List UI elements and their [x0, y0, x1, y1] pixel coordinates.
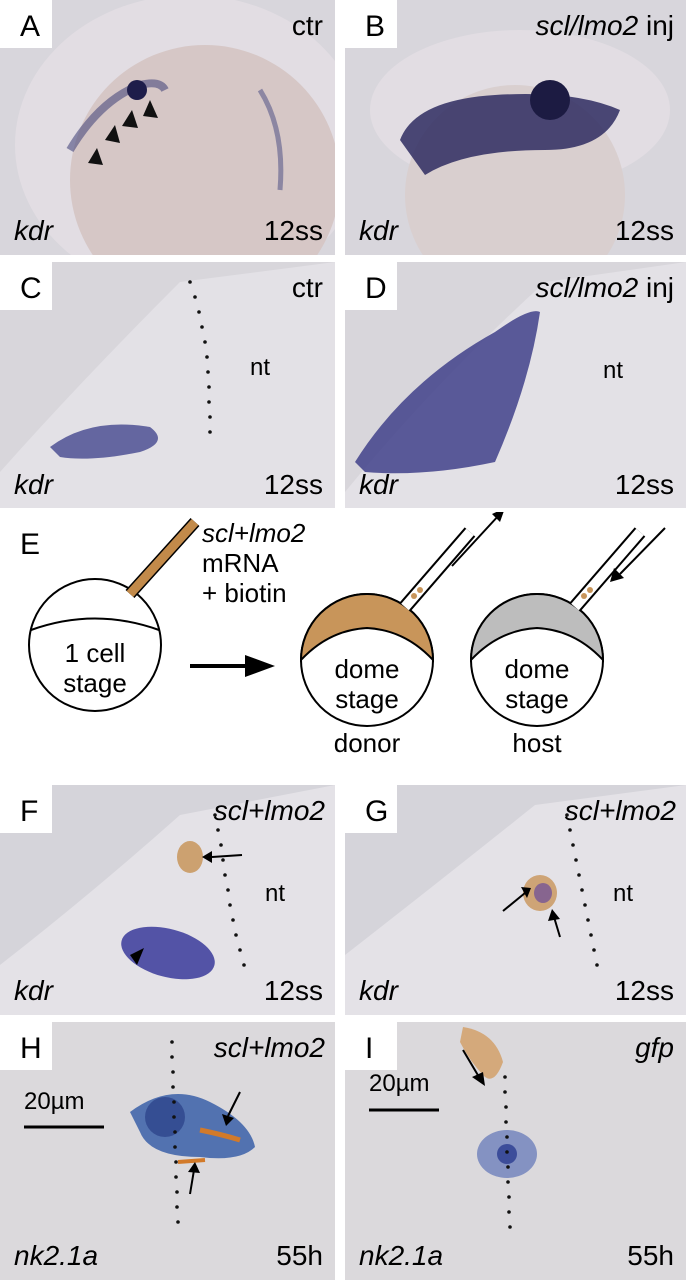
- panel-letter-bg: [0, 785, 52, 833]
- panel-g-image: [345, 785, 686, 1015]
- panel-letter-bg: [0, 0, 52, 48]
- condition-gene: scl/lmo2: [535, 272, 639, 303]
- panel-letter: H: [20, 1032, 42, 1065]
- panel-a-image: [0, 0, 335, 255]
- midline-dots: [188, 280, 212, 434]
- scale-bar-label: 20µm: [24, 1088, 85, 1115]
- panel-condition: scl+lmo2: [564, 795, 676, 826]
- panel-h-image: [0, 1022, 335, 1280]
- host-embryo: dome stage host: [469, 527, 666, 758]
- gene-label: kdr: [14, 215, 53, 246]
- condition-suffix: inj: [638, 272, 674, 303]
- panel-c: C ctr nt kdr 12ss: [0, 262, 335, 508]
- mrna-label: mRNA: [202, 548, 279, 578]
- neural-tube-label: nt: [603, 357, 624, 384]
- donor-embryo: dome stage donor: [299, 512, 504, 758]
- panel-c-image: [0, 262, 335, 508]
- panel-letter: E: [20, 528, 40, 561]
- panel-letter: D: [365, 272, 387, 305]
- stage-line-2: stage: [63, 668, 127, 698]
- condition-suffix: inj: [638, 10, 674, 41]
- stage-label: 12ss: [614, 469, 674, 500]
- transplant-scheme: E 1 cell stage scl+lmo2 mRNA + biotin do…: [20, 512, 666, 758]
- panel-f: F scl+lmo2 nt kdr 12ss: [0, 785, 335, 1015]
- host-label: host: [512, 728, 562, 758]
- stage-label: 12ss: [263, 975, 323, 1006]
- neural-tube-label: nt: [250, 354, 271, 381]
- panel-letter: B: [365, 10, 386, 43]
- gene-label: kdr: [359, 469, 398, 500]
- gene-label: kdr: [14, 975, 53, 1006]
- biotin-label: + biotin: [202, 578, 287, 608]
- gene-label: kdr: [14, 469, 53, 500]
- injection-label: scl+lmo2: [202, 518, 306, 548]
- panel-b: B scl/lmo2 inj kdr 12ss: [345, 0, 686, 255]
- panel-letter-bg: [0, 262, 52, 310]
- panel-condition: scl+lmo2: [213, 1032, 325, 1063]
- panel-condition: ctr: [291, 10, 323, 41]
- panel-a: A ctr kdr 12ss: [0, 0, 335, 255]
- panel-letter: G: [365, 795, 389, 828]
- neural-tube-label: nt: [613, 880, 634, 907]
- injection-needle: [126, 518, 199, 598]
- stage-label: 12ss: [614, 215, 674, 246]
- gene-label: nk2.1a: [359, 1240, 444, 1271]
- panel-letter: A: [20, 10, 41, 43]
- panel-condition: scl+lmo2: [213, 795, 325, 826]
- panel-letter-bg: [345, 262, 397, 310]
- panel-letter: F: [20, 795, 39, 828]
- stage-label: 12ss: [263, 215, 323, 246]
- gene-label: kdr: [359, 215, 398, 246]
- panel-i-image: [345, 1022, 686, 1280]
- stage-line-2: stage: [335, 684, 399, 714]
- stage-line-1: dome: [334, 654, 399, 684]
- stage-label: 55h: [276, 1240, 323, 1271]
- panel-letter-bg: [0, 1022, 52, 1070]
- stage-line-2: stage: [505, 684, 569, 714]
- panel-letter-bg: [345, 785, 397, 833]
- stage-line-1: 1 cell: [65, 638, 126, 668]
- panel-d-image: [345, 262, 686, 508]
- arrow-icon: [190, 655, 275, 677]
- scale-bar-label: 20µm: [369, 1070, 430, 1097]
- panel-letter-bg: [345, 0, 397, 48]
- donor-label: donor: [334, 728, 401, 758]
- stage-line-1: dome: [504, 654, 569, 684]
- stage-label: 12ss: [263, 469, 323, 500]
- gene-label: nk2.1a: [14, 1240, 99, 1271]
- panel-d: D scl/lmo2 inj nt kdr 12ss: [345, 262, 686, 508]
- stage-label: 55h: [627, 1240, 674, 1271]
- panel-h: H scl+lmo2 20µm nk2.1a 55h: [0, 1022, 335, 1280]
- neural-tube-label: nt: [265, 880, 286, 907]
- one-cell-embryo: 1 cell stage: [28, 578, 162, 712]
- panel-letter: C: [20, 272, 42, 305]
- stage-label: 12ss: [614, 975, 674, 1006]
- condition-gene: scl/lmo2: [535, 10, 639, 41]
- panel-condition: ctr: [291, 272, 323, 303]
- panel-f-image: [0, 785, 335, 1015]
- panel-condition: scl/lmo2 inj: [536, 272, 675, 304]
- panel-g: G scl+lmo2 nt kdr 12ss: [345, 785, 686, 1015]
- gene-label: kdr: [359, 975, 398, 1006]
- panel-condition: scl/lmo2 inj: [536, 10, 675, 42]
- panel-condition: gfp: [635, 1032, 674, 1063]
- panel-i: I gfp 20µm nk2.1a 55h: [345, 1022, 686, 1280]
- panel-letter-bg: [345, 1022, 397, 1070]
- panel-letter: I: [365, 1032, 374, 1065]
- panel-b-image: [345, 0, 686, 255]
